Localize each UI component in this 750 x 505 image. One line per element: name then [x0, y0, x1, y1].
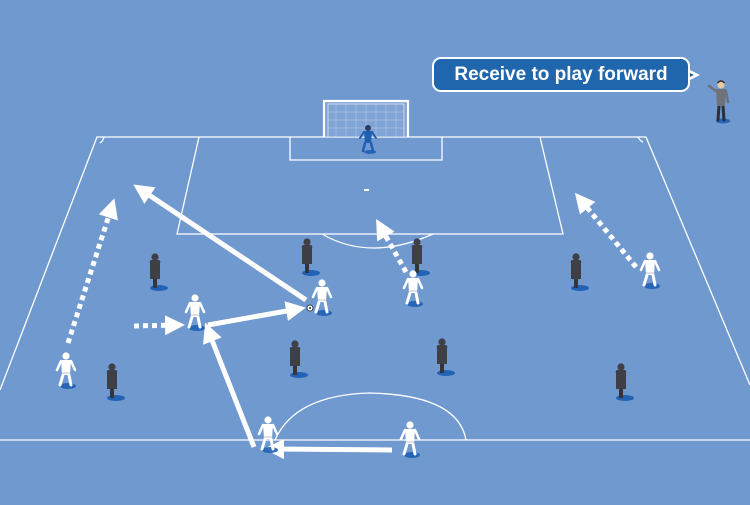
mannequin [615, 363, 634, 401]
mannequin [436, 338, 455, 376]
coach [707, 80, 730, 124]
player [639, 250, 662, 291]
pass-arrow [203, 322, 257, 448]
corner-arc-right [637, 136, 644, 143]
goalkeeper [359, 125, 377, 154]
six-yard-box [289, 137, 443, 161]
center-circle-arc [274, 392, 467, 441]
pass-arrow [207, 301, 306, 328]
mannequin [106, 363, 125, 401]
penalty-arc [321, 233, 434, 249]
run-arrow [574, 192, 638, 269]
mannequin [301, 238, 320, 276]
mannequin [411, 238, 430, 276]
run-arrows [65, 192, 638, 344]
run-arrow [376, 219, 409, 274]
mannequin [570, 253, 589, 291]
run-arrow [133, 315, 185, 336]
run-arrow [65, 198, 118, 344]
ball [306, 304, 314, 312]
players [55, 250, 662, 460]
penalty-area [176, 136, 564, 235]
player [184, 292, 207, 333]
mannequin [149, 253, 168, 291]
touchline-and-goal-line [0, 136, 750, 391]
player [311, 277, 334, 318]
mannequins [106, 238, 634, 401]
pass-arrow [264, 439, 393, 460]
coaching-callout: Receive to play forward [432, 57, 690, 92]
corner-arc-left [99, 136, 105, 144]
pass-arrows [133, 184, 393, 460]
goal [322, 99, 410, 137]
pass-arrow [133, 184, 308, 303]
mannequin [289, 340, 308, 378]
player [55, 350, 78, 391]
